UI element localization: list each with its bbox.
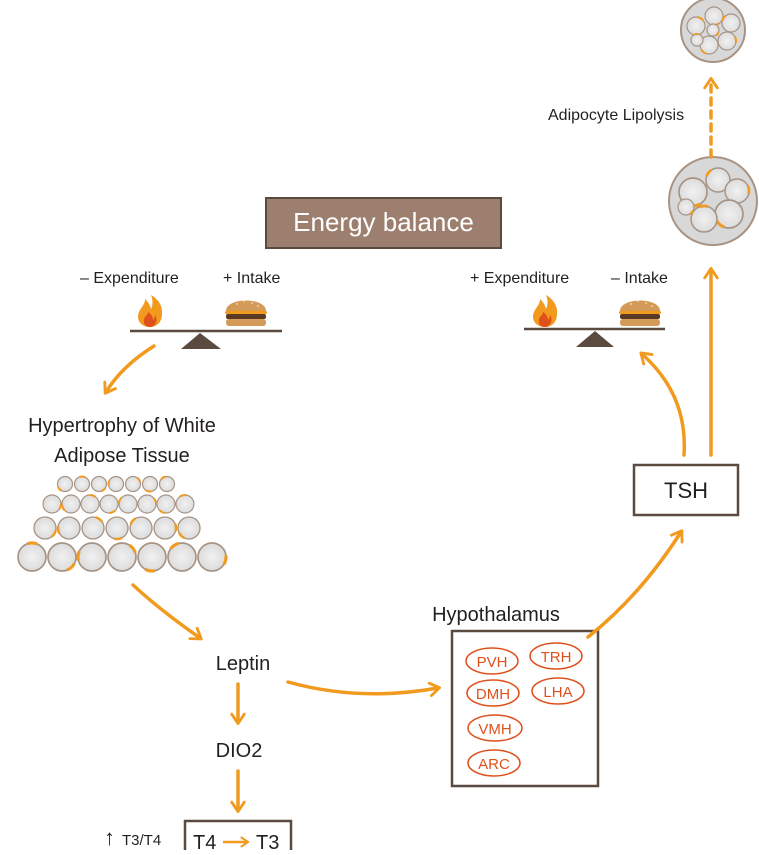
leptin-label: Leptin [216,653,271,675]
adipocyte-cell [56,516,81,540]
adipocyte-cell [677,198,695,216]
nucleus-lha: LHA [531,677,585,705]
nucleus-pvh: PVH [465,647,519,675]
adipocyte-cell [137,542,167,573]
adipocyte-cell [197,542,228,572]
svg-text:LHA: LHA [543,684,572,701]
tsh-box: TSH [632,463,740,517]
arrow-hypothalamus-to-tsh [586,529,684,639]
svg-text:DMH: DMH [476,686,510,703]
t3-label: T3 [256,832,279,850]
adipocyte-cell [47,542,77,572]
adipocyte-cell [80,493,100,514]
arrow-wat-to-leptin [131,583,203,641]
adipocyte-cell [175,494,195,514]
left-scale-intake-label: + Intake [223,270,280,287]
adipocyte-cell [724,178,751,204]
right-scale-expenditure-label: + Expenditure [470,270,569,287]
adipocyte-cell [118,494,138,514]
lipolysis-label: Adipocyte Lipolysis [548,107,684,124]
dio2-label: DIO2 [216,740,263,762]
adipocyte-cell [167,541,197,572]
energy-balance-title: Energy balance [293,207,474,237]
adipocyte-cell [714,199,744,229]
adipocyte-cell [137,494,157,514]
nucleus-trh: TRH [529,642,583,670]
adipocyte-cell [704,6,724,26]
svg-text:VMH: VMH [478,721,511,738]
adipocyte-cell [73,475,91,493]
adipocyte-cell [690,33,704,47]
adipocyte-cell [177,516,201,540]
adipocyte-cell [105,516,129,541]
adipocyte-cluster-small [680,0,746,63]
adipocyte-cell [107,475,125,493]
adipocyte-cell [129,516,153,540]
adipocyte-cell [686,16,706,36]
fire-icon [533,295,558,327]
energy-balance-title-box: Energy balance [265,197,502,249]
wat-label-line1: Hypertrophy of White [28,415,216,437]
t3t4-label: T3/T4 [122,832,161,849]
adipocyte-cell [156,494,176,514]
adipocyte-cluster-large [668,156,758,246]
t3t4-up-arrow: ↑ [104,825,115,850]
burger-icon [619,300,661,326]
arrow-tsh-to-scale [639,351,687,457]
hypothalamus-title: Hypothalamus [432,604,560,626]
adipocyte-cell [721,13,741,33]
wat-label-line2: Adipose Tissue [54,445,190,467]
left-scale-fulcrum [181,333,221,349]
adipocyte-cell [42,494,62,514]
arrow-leptin-to-hypothalamus [286,680,441,698]
adipocyte-cell [124,475,142,493]
adipocyte-cell [76,542,107,572]
t4-t3-conversion-box: T4 T3 [183,819,293,855]
adipocyte-cell [107,542,137,572]
left-scale-expenditure-label: – Expenditure [80,270,179,287]
adipocyte-cell [33,516,57,540]
adipocyte-cell [153,516,178,540]
adipocyte-cell [141,475,159,493]
t4-label: T4 [193,832,216,850]
adipocyte-cell [99,494,119,514]
hypothalamus-box [450,629,600,788]
nucleus-vmh: VMH [467,714,523,742]
right-balance-scale: + Expenditure – Intake [470,270,668,347]
adipocyte-cell [717,31,737,51]
adipocyte-cell [690,204,718,233]
svg-text:TRH: TRH [541,649,572,666]
svg-text:ARC: ARC [478,756,510,773]
right-scale-fulcrum [576,331,614,347]
adipocyte-cell [17,541,47,572]
nucleus-dmh: DMH [466,679,520,707]
adipocyte-cell [706,23,720,37]
adipocyte-cell [90,475,108,493]
nucleus-arc: ARC [467,749,521,777]
arrow-scale-to-wat [103,344,156,395]
adipocyte-cell [158,475,176,493]
adipocyte-cell [61,494,81,514]
adipocyte-cell [81,516,105,540]
burger-icon [225,300,267,326]
right-scale-intake-label: – Intake [611,270,668,287]
svg-text:PVH: PVH [477,654,508,671]
fire-icon [138,295,163,327]
adipocyte-cell [56,475,74,493]
white-adipose-tissue-cells [17,475,228,573]
tsh-label: TSH [664,478,708,503]
left-balance-scale: – Expenditure + Intake [80,270,282,349]
adipocyte-cell [705,167,731,193]
